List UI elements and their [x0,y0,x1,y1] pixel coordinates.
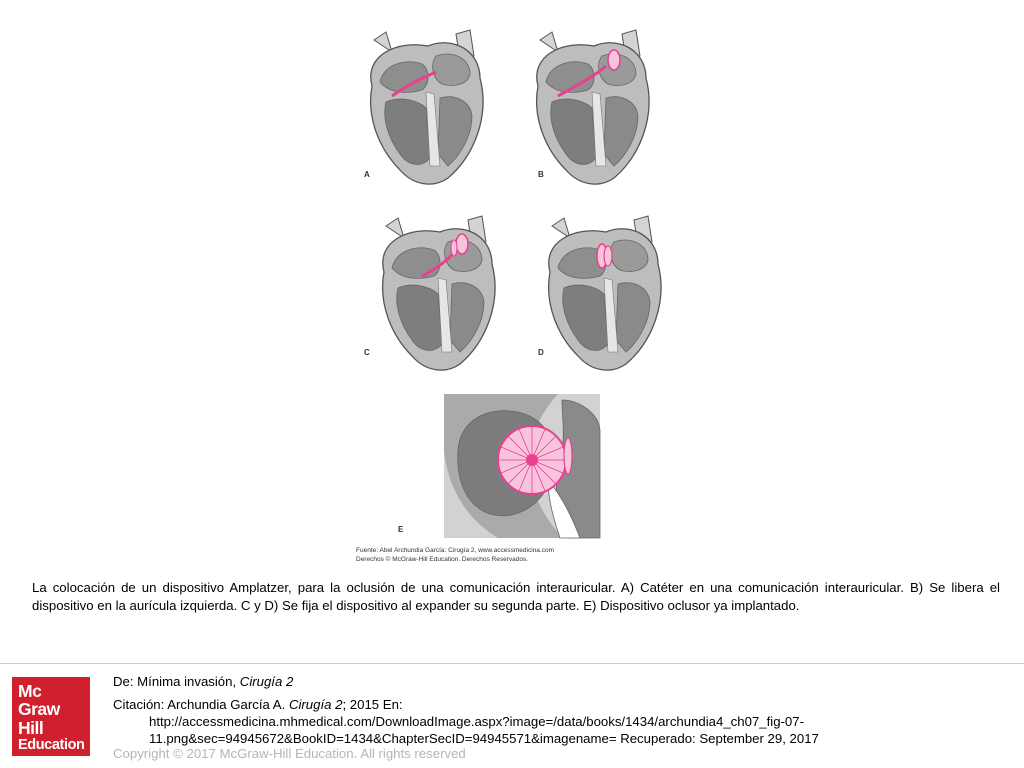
copyright-notice: Copyright © 2017 McGraw-Hill Education. … [113,746,466,761]
panel-label-a: A [364,170,370,179]
figure-source-line-1: Fuente: Abel Archundia García: Cirugía 2… [356,547,554,554]
panel-e-detail: E [398,394,601,539]
citation-url-line-1[interactable]: http://accessmedicina.mhmedical.com/Down… [149,714,804,729]
panel-d-heart: D [538,215,662,371]
citation-url-line-2: 11.png&sec=94945672&BookID=1434&ChapterS… [149,731,819,746]
figure-caption: La colocación de un dispositivo Amplatze… [32,580,1000,613]
panel-a-heart: A [364,29,484,185]
panel-label-d: D [538,348,544,357]
mcgraw-hill-logo: Mc Graw Hill Education [12,677,90,756]
panel-label-c: C [364,348,370,357]
footer-divider [0,663,1024,664]
panel-c-heart: C [364,215,496,371]
panel-label-b: B [538,170,544,179]
citation: Citación: Archundia García A. Cirugía 2;… [113,696,913,747]
figure-source-line-2: Derechos © McGraw-Hill Education. Derech… [356,555,528,563]
panel-b-heart: B [535,29,650,185]
source-line: De: Mínima invasión, Cirugía 2 [113,674,294,689]
panel-label-e: E [398,525,404,534]
medical-figure: A B C D [348,20,668,566]
